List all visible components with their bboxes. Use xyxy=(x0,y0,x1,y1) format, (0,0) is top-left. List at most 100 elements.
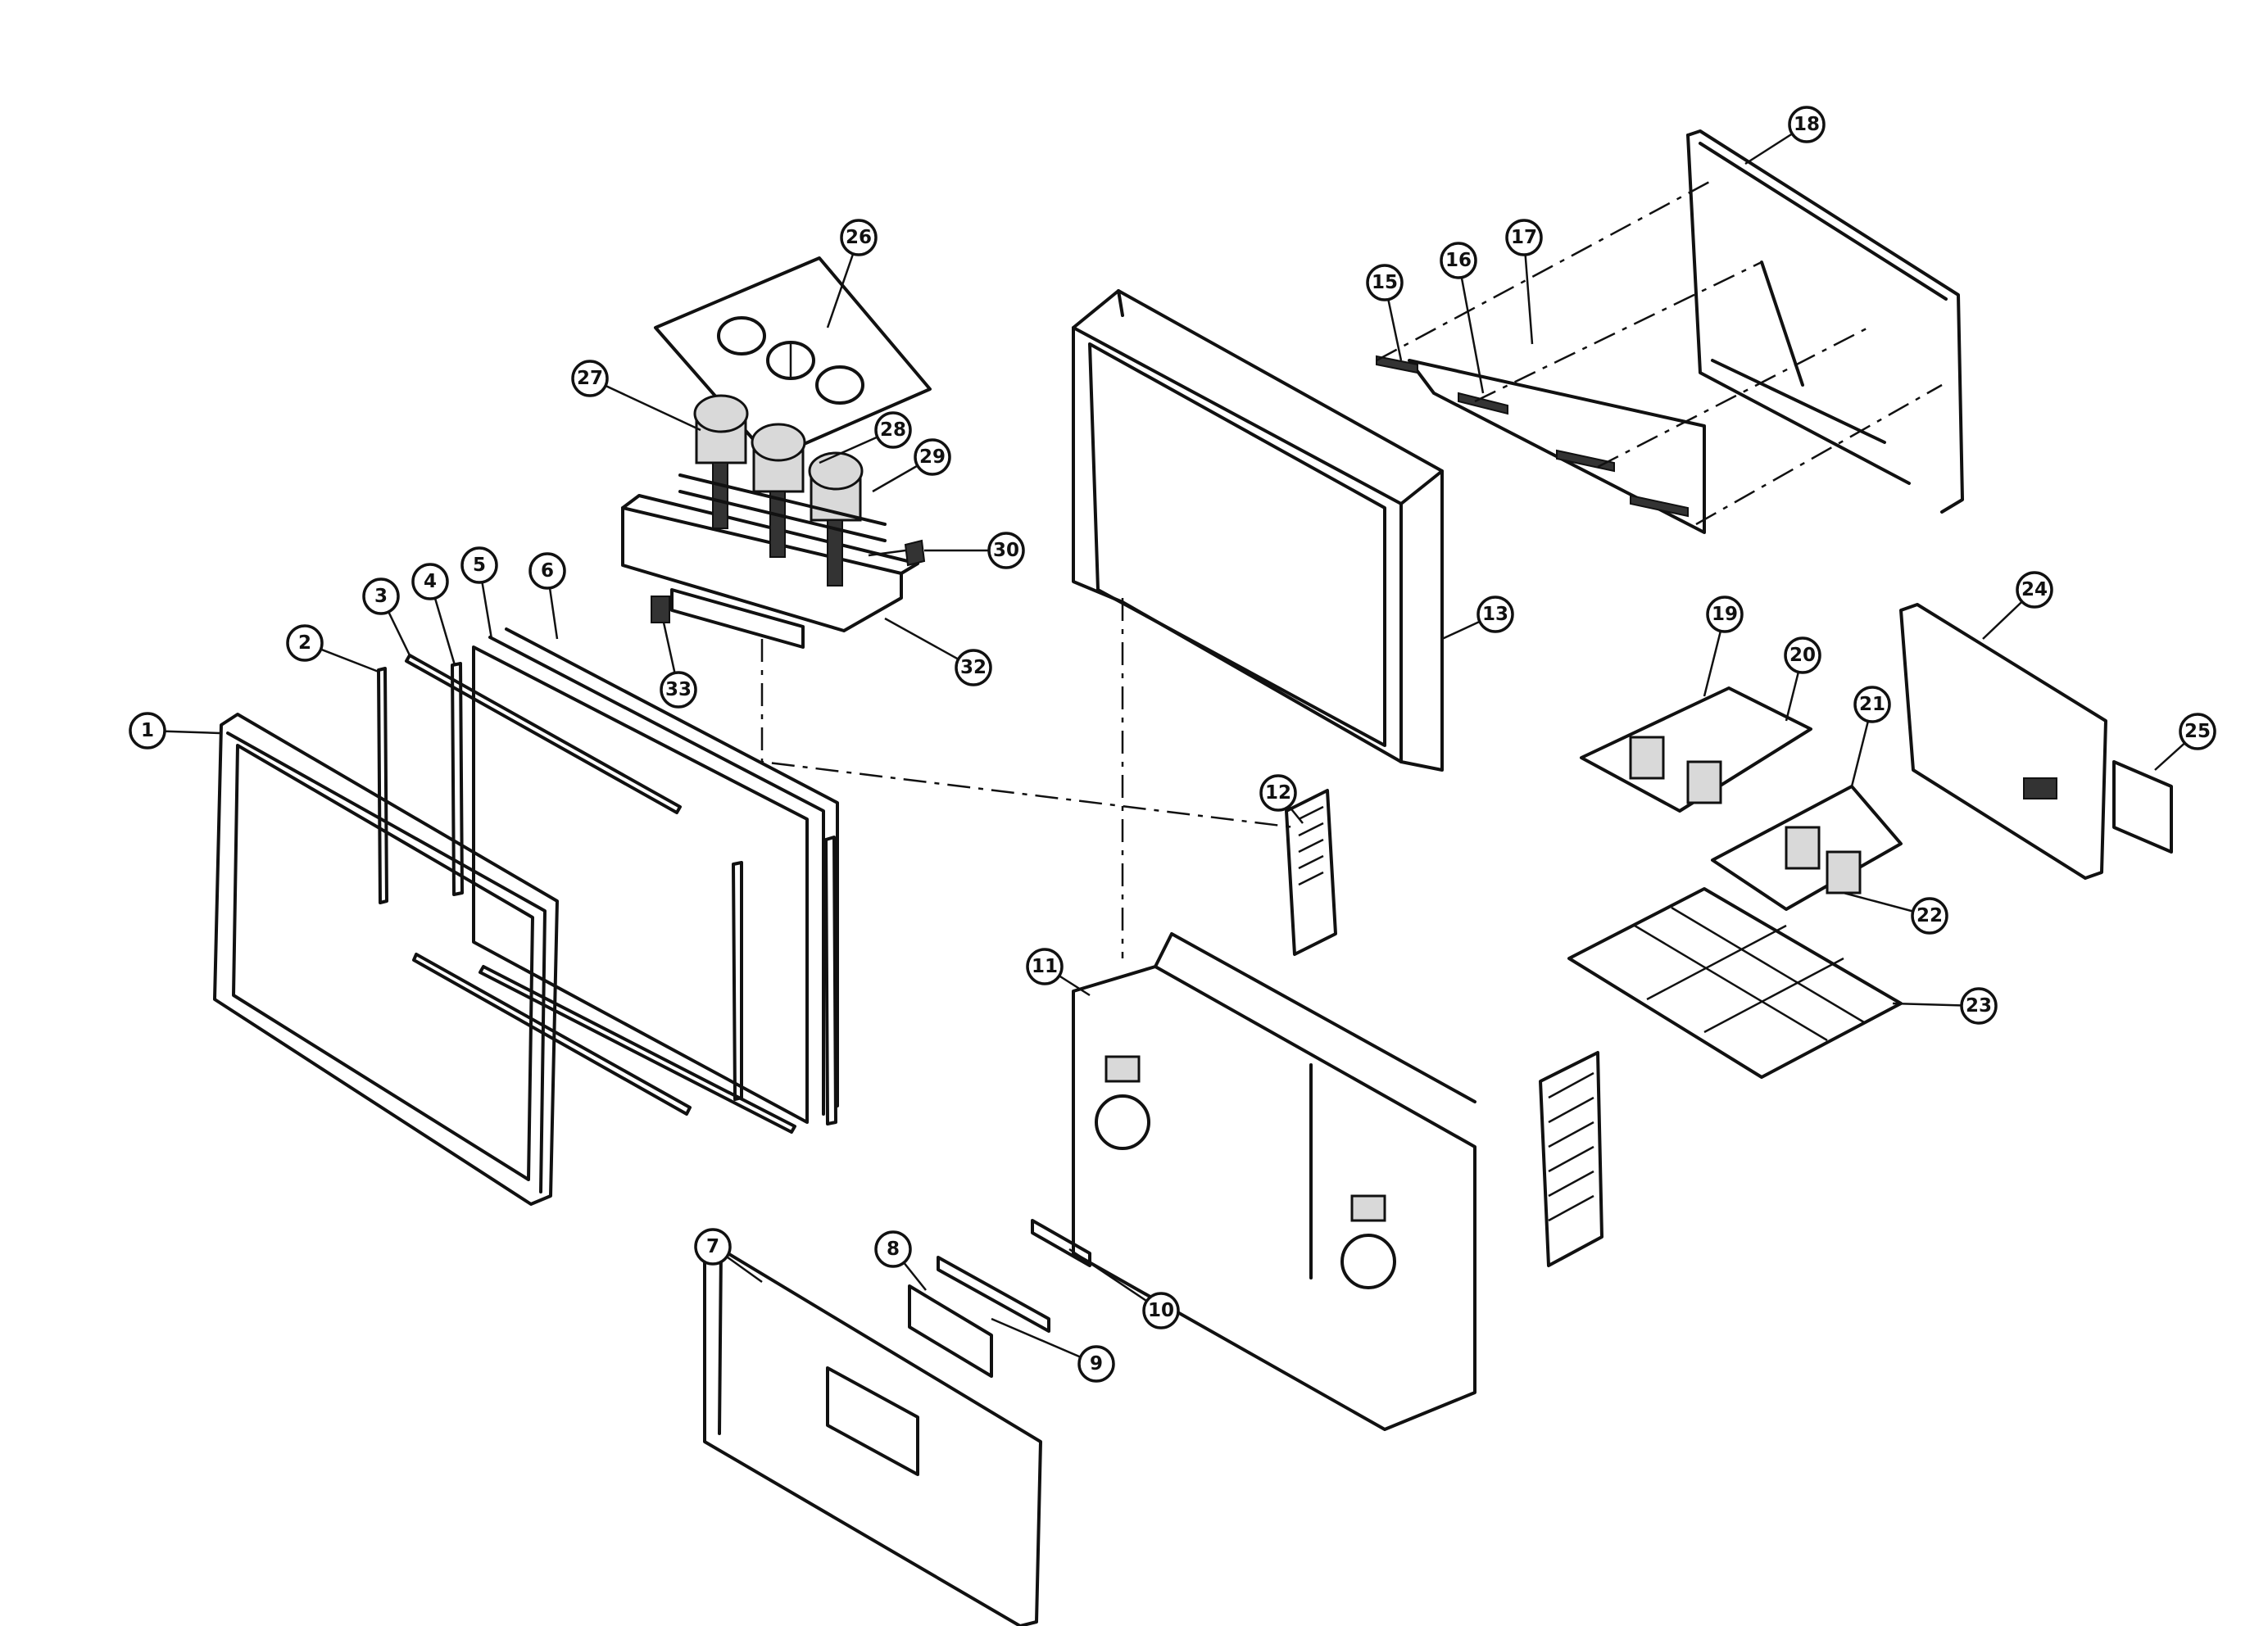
callout-number: 3 xyxy=(374,586,388,607)
callout-2: 2 xyxy=(286,624,379,673)
callout-circle xyxy=(571,360,609,397)
callout-18: 18 xyxy=(1744,106,1826,165)
callout-number: 7 xyxy=(706,1236,719,1257)
callout-number: 24 xyxy=(2021,579,2048,600)
callout-number: 29 xyxy=(919,446,946,468)
callout-circle xyxy=(987,532,1025,569)
part-lower-cabinet xyxy=(1072,932,1476,1431)
part-front-frame xyxy=(213,713,559,1206)
callout-number: 23 xyxy=(1966,995,1992,1017)
callout-number: 32 xyxy=(960,657,987,678)
callout-23: 23 xyxy=(1892,987,1998,1025)
callout-28: 28 xyxy=(819,411,912,464)
callout-circle xyxy=(286,624,324,662)
callout-leader-line xyxy=(1457,260,1485,394)
callout-circle xyxy=(362,577,400,615)
callout-number: 4 xyxy=(424,571,437,592)
part-side-strip xyxy=(377,667,388,904)
callout-number: 10 xyxy=(1148,1300,1174,1321)
part-control-board xyxy=(908,1219,1091,1378)
callout-8: 8 xyxy=(874,1230,927,1291)
callout-circle xyxy=(129,712,166,750)
callout-circle xyxy=(840,219,878,256)
part-upper-cabinet xyxy=(1072,289,1444,772)
callout-number: 12 xyxy=(1265,782,1291,804)
callout-circle xyxy=(1853,686,1891,723)
callout-22: 22 xyxy=(1843,891,1948,935)
part-rear-panel xyxy=(1899,603,2173,880)
callout-27: 27 xyxy=(571,360,701,432)
callout-circle xyxy=(1505,219,1543,256)
callout-number: 21 xyxy=(1859,694,1885,715)
callout-number: 6 xyxy=(541,560,554,582)
callout-number: 25 xyxy=(2184,721,2211,742)
callout-11: 11 xyxy=(1026,948,1091,997)
callout-leader-line xyxy=(589,377,701,432)
callout-number: 18 xyxy=(1794,114,1820,135)
callout-number: 20 xyxy=(1789,645,1816,666)
callout-circle xyxy=(1142,1292,1180,1329)
callout-circle xyxy=(1706,596,1744,633)
callout-circle xyxy=(955,649,992,686)
callout-12: 12 xyxy=(1259,774,1304,824)
callout-16: 16 xyxy=(1440,242,1485,394)
callout-4: 4 xyxy=(411,563,456,666)
callout-6: 6 xyxy=(528,552,566,640)
callout-15: 15 xyxy=(1366,264,1404,361)
callout-circle xyxy=(2016,571,2053,609)
part-main-chassis-boards xyxy=(1580,686,1903,911)
callout-circle xyxy=(874,411,912,449)
callout-13: 13 xyxy=(1441,596,1514,641)
callout-number: 33 xyxy=(665,679,692,700)
callout-number: 22 xyxy=(1916,905,1943,926)
callout-10: 10 xyxy=(1068,1248,1180,1329)
callout-circle xyxy=(660,671,697,709)
callout-5: 5 xyxy=(460,546,498,640)
part-bottom-tray xyxy=(1567,887,1903,1079)
part-screen-panels xyxy=(412,627,839,1134)
callout-circle xyxy=(460,546,498,584)
callout-20: 20 xyxy=(1784,636,1821,722)
callout-number: 11 xyxy=(1032,956,1058,977)
callout-7: 7 xyxy=(694,1228,763,1284)
callout-number: 26 xyxy=(846,227,872,248)
callout-circle xyxy=(874,1230,912,1268)
part-crt-assembly xyxy=(621,394,919,649)
callout-number: 1 xyxy=(141,720,154,741)
callout-number: 30 xyxy=(993,540,1019,561)
callout-24: 24 xyxy=(1982,571,2053,640)
callout-19: 19 xyxy=(1703,596,1744,697)
callout-circle xyxy=(1077,1345,1115,1383)
callout-number: 19 xyxy=(1712,604,1738,625)
callout-circle xyxy=(1911,897,1948,935)
callout-number: 8 xyxy=(887,1239,900,1260)
callout-33: 33 xyxy=(660,622,697,709)
callout-circle xyxy=(411,563,449,600)
assembly-guide-lines xyxy=(760,179,1943,958)
callout-number: 15 xyxy=(1372,272,1398,293)
callout-circle xyxy=(1788,106,1826,143)
callout-29: 29 xyxy=(872,438,951,493)
part-clips xyxy=(868,539,926,567)
callout-circle xyxy=(1366,264,1404,301)
callout-3: 3 xyxy=(362,577,411,656)
callout-32: 32 xyxy=(884,617,992,686)
callout-leader-line xyxy=(991,1317,1097,1366)
callout-number: 28 xyxy=(880,419,906,441)
part-top-strip xyxy=(405,654,682,896)
callout-17: 17 xyxy=(1505,219,1543,345)
callout-circle xyxy=(2179,713,2216,750)
part-lower-front-panel xyxy=(703,1248,1042,1626)
callout-21: 21 xyxy=(1850,686,1891,787)
callout-number: 27 xyxy=(577,368,603,389)
callout-circle xyxy=(1259,774,1297,812)
callout-number: 16 xyxy=(1445,250,1472,271)
callout-1: 1 xyxy=(129,712,220,750)
callout-circle xyxy=(1440,242,1477,279)
callout-number: 2 xyxy=(298,632,311,654)
callout-circle xyxy=(1476,596,1514,633)
part-rear-grille xyxy=(1539,1051,1603,1267)
callout-circle xyxy=(1784,636,1821,674)
callout-26: 26 xyxy=(826,219,878,328)
